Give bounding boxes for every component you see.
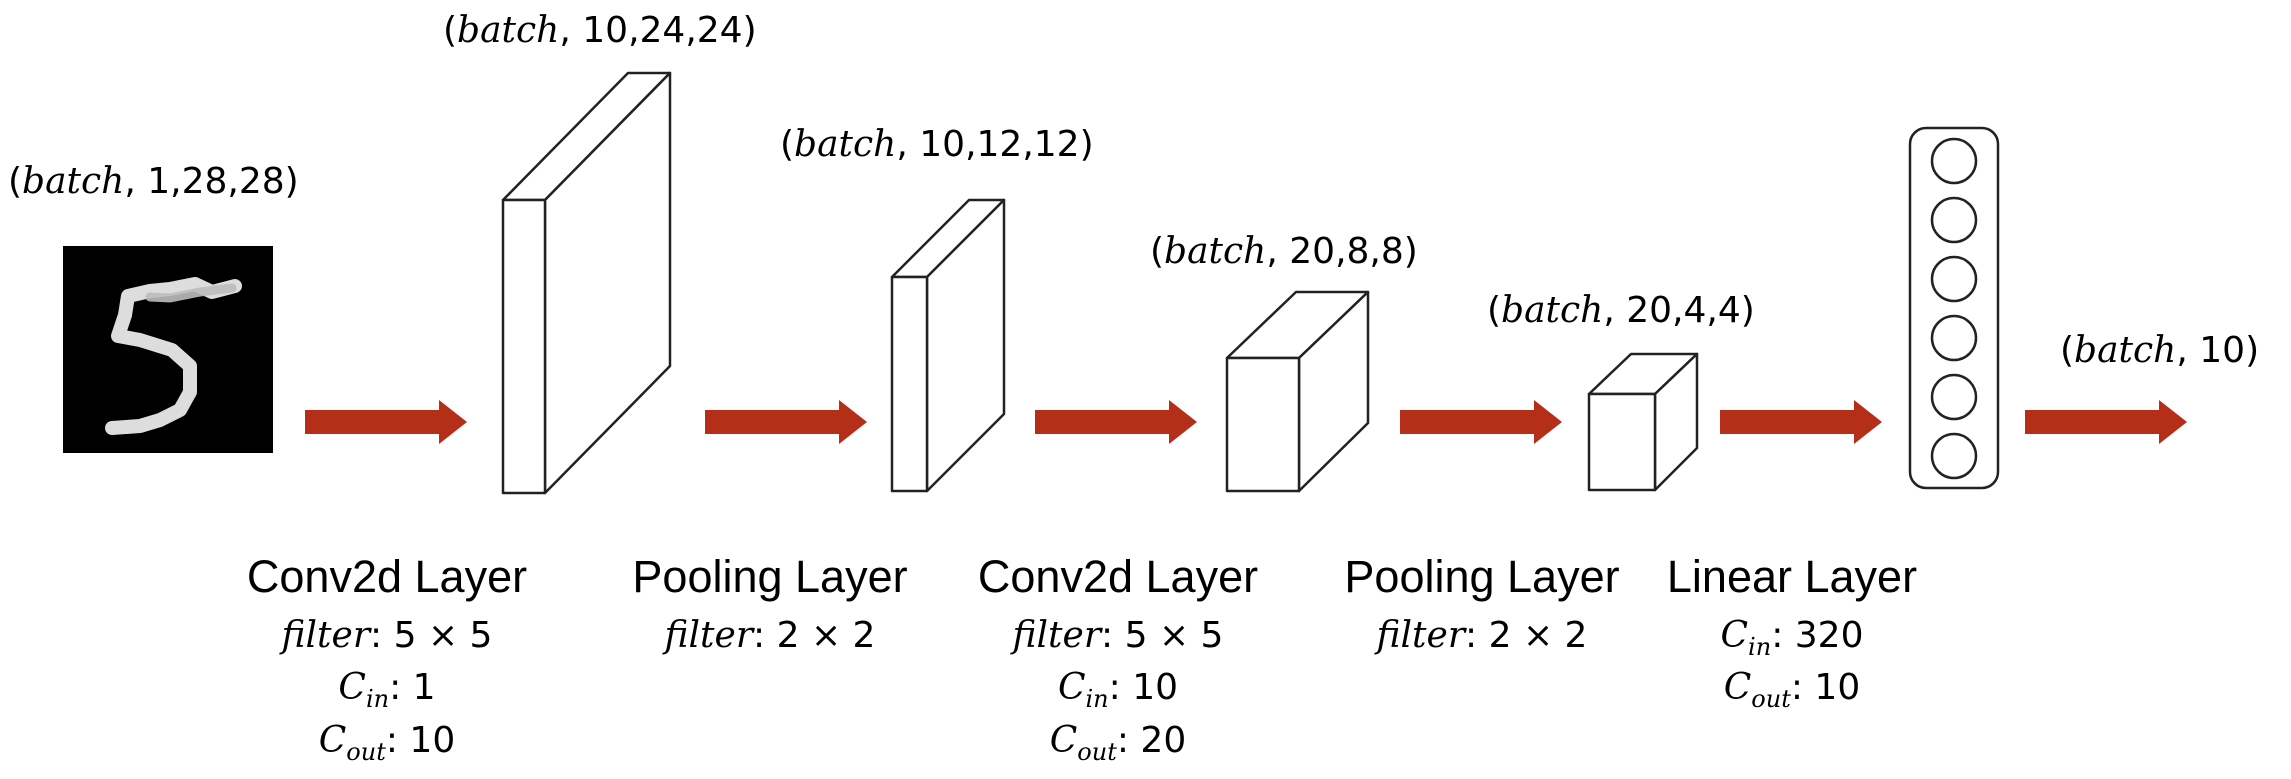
layer-name: Pooling Layer [632, 551, 907, 602]
input-shape-label: (batch, 1,28,28) [8, 161, 299, 202]
layer-name: Conv2d Layer [247, 551, 527, 602]
layer-name: Linear Layer [1667, 551, 1917, 602]
layer-cout: Cout: 20 [1050, 720, 1187, 766]
layer-filter: filter: 2 × 2 [1374, 615, 1588, 656]
layer-name: Pooling Layer [1344, 551, 1619, 602]
layer-cin: Cin: 1 [338, 667, 435, 713]
layer-linear: Linear Layer Cin: 320 Cout: 10 [1667, 551, 1917, 713]
layer-cin: Cin: 10 [1058, 667, 1178, 713]
layer-conv2d-1: Conv2d Layer filter: 5 × 5 Cin: 1 Cout: … [247, 551, 527, 766]
layer-pooling-2: Pooling Layer filter: 2 × 2 [1344, 551, 1619, 656]
flow-arrow-5 [1720, 400, 1882, 444]
digit-five-top-bar [145, 283, 237, 303]
flow-arrow-1 [305, 400, 467, 444]
input-image [63, 246, 273, 453]
neuron-3 [1930, 255, 1978, 303]
layer-conv2d-2: Conv2d Layer filter: 5 × 5 Cin: 10 Cout:… [978, 551, 1258, 766]
layer-name: Conv2d Layer [978, 551, 1258, 602]
flow-arrow-3 [1035, 400, 1197, 444]
neuron-1 [1930, 137, 1978, 185]
neuron-6 [1930, 432, 1978, 480]
layer-cout: Cout: 10 [319, 720, 456, 766]
feature-map-box-3 [1225, 290, 1370, 493]
layer-pooling-1: Pooling Layer filter: 2 × 2 [632, 551, 907, 656]
tensor3-shape-label: (batch, 20,8,8) [1150, 231, 1418, 272]
layer-filter: filter: 5 × 5 [1010, 615, 1224, 656]
linear-neuron-column [1908, 126, 2000, 490]
neuron-5 [1930, 373, 1978, 421]
flow-arrow-6 [2025, 400, 2187, 444]
flow-arrow-2 [705, 400, 867, 444]
flow-arrow-4 [1400, 400, 1562, 444]
tensor1-shape-label: (batch, 10,24,24) [443, 10, 757, 51]
output-shape-label: (batch, 10) [2060, 330, 2259, 371]
digit-five-stroke [105, 277, 242, 435]
layer-cin: Cin: 320 [1721, 615, 1864, 661]
feature-map-box-2 [890, 198, 1006, 493]
neuron-4 [1930, 314, 1978, 362]
feature-map-box-1 [501, 71, 672, 495]
layer-filter: filter: 2 × 2 [662, 615, 876, 656]
tensor4-shape-label: (batch, 20,4,4) [1487, 290, 1755, 331]
feature-map-box-4 [1587, 352, 1699, 492]
tensor2-shape-label: (batch, 10,12,12) [780, 124, 1094, 165]
neuron-2 [1930, 196, 1978, 244]
layer-cout: Cout: 10 [1724, 667, 1861, 713]
layer-filter: filter: 5 × 5 [279, 615, 493, 656]
